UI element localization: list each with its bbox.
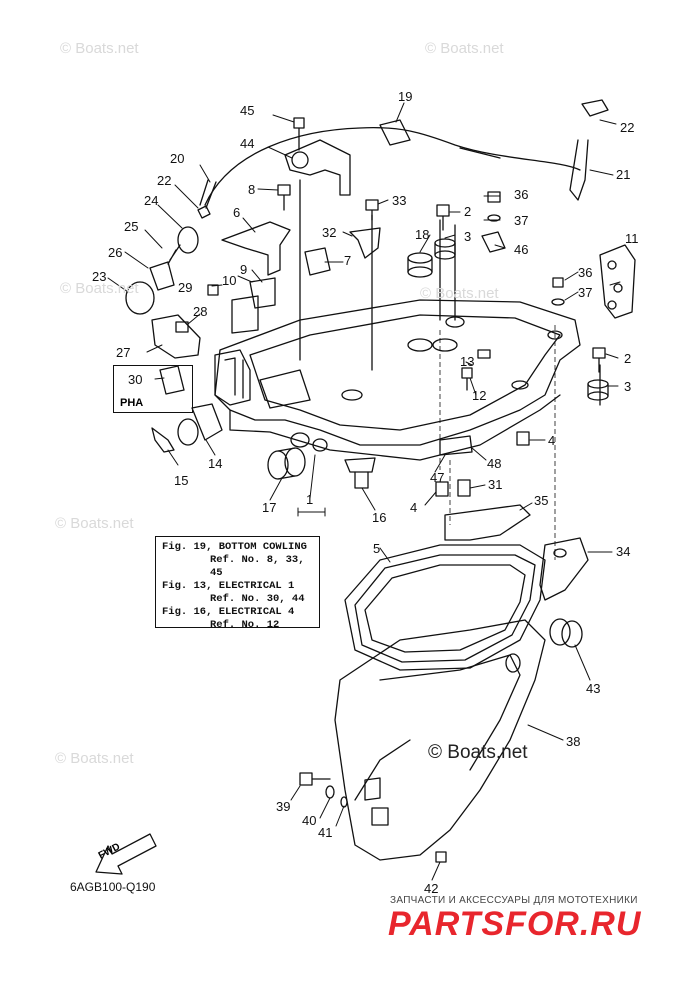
callout-36[interactable]: 36	[514, 187, 529, 202]
callout-37[interactable]: 37	[514, 213, 529, 228]
callout-27[interactable]: 27	[116, 345, 131, 360]
ref-line: Ref. No. 30, 44	[210, 593, 305, 605]
callout-2[interactable]: 2	[624, 351, 632, 366]
callout-18[interactable]: 18	[415, 227, 430, 242]
watermark: © Boats.net	[55, 515, 134, 532]
bracket-35	[444, 504, 531, 541]
callout-13[interactable]: 13	[460, 354, 475, 369]
callout-19[interactable]: 19	[398, 89, 413, 104]
callout-22[interactable]: 22	[620, 120, 635, 135]
callout-23[interactable]: 23	[92, 269, 107, 284]
callout-3[interactable]: 3	[464, 229, 472, 244]
callout-10[interactable]: 10	[222, 273, 237, 288]
callout-26[interactable]: 26	[108, 245, 123, 260]
ref-line: Ref. No. 12	[210, 619, 280, 631]
bracket-11	[599, 244, 636, 319]
callout-1[interactable]: 1	[306, 492, 314, 507]
diagram-code: 6AGB100-Q190	[70, 880, 156, 894]
watermark-large: © Boats.net	[428, 742, 528, 763]
callout-4[interactable]: 4	[548, 433, 556, 448]
ref-line: Fig. 16, ELECTRICAL 4	[162, 606, 295, 618]
watermark: © Boats.net	[420, 285, 499, 302]
callout-2[interactable]: 2	[464, 204, 472, 219]
callout-43[interactable]: 43	[586, 681, 601, 696]
lower-cowling-38	[334, 619, 546, 861]
callout-8[interactable]: 8	[248, 182, 256, 197]
callout-33[interactable]: 33	[392, 193, 407, 208]
callout-21[interactable]: 21	[616, 167, 631, 182]
callout-5[interactable]: 5	[373, 541, 381, 556]
callout-29[interactable]: 29	[178, 280, 193, 295]
ref-line: Fig. 13, ELECTRICAL 1	[162, 580, 295, 592]
callout-22[interactable]: 22	[157, 173, 172, 188]
callout-39[interactable]: 39	[276, 799, 291, 814]
callout-20[interactable]: 20	[170, 151, 185, 166]
callout-9[interactable]: 9	[240, 262, 248, 277]
shop-subtitle: ЗАПЧАСТИ И АКСЕССУАРЫ ДЛЯ МОТОТЕХНИКИ	[390, 895, 638, 906]
callout-40[interactable]: 40	[302, 813, 317, 828]
bracket-34	[539, 537, 589, 601]
callout-17[interactable]: 17	[262, 500, 277, 515]
callout-11[interactable]: 11	[625, 231, 639, 246]
watermark: © Boats.net	[60, 40, 139, 57]
ref-line: Fig. 19, BOTTOM COWLING	[162, 541, 307, 553]
callout-47[interactable]: 47	[430, 470, 445, 485]
watermark: © Boats.net	[425, 40, 504, 57]
callout-7[interactable]: 7	[344, 253, 352, 268]
callout-16[interactable]: 16	[372, 510, 387, 525]
callout-32[interactable]: 32	[322, 225, 337, 240]
callout-35[interactable]: 35	[534, 493, 549, 508]
reference-box: Fig. 19, BOTTOM COWLING Ref. No. 8, 33, …	[155, 536, 320, 631]
pha-label: PHA	[120, 397, 144, 409]
cable-21	[569, 139, 589, 201]
shop-logo: PARTSFOR.RU	[388, 905, 642, 943]
callout-44[interactable]: 44	[240, 136, 255, 151]
bracket-44	[284, 139, 351, 196]
callout-25[interactable]: 25	[124, 219, 139, 234]
seal-5	[344, 544, 546, 671]
callout-45[interactable]: 45	[240, 103, 255, 118]
bracket-6	[221, 221, 291, 276]
callout-12[interactable]: 12	[472, 388, 487, 403]
callout-42[interactable]: 42	[424, 881, 439, 896]
callout-3[interactable]: 3	[624, 379, 632, 394]
callout-46[interactable]: 46	[514, 242, 529, 257]
fwd-arrow	[95, 833, 157, 875]
callout-48[interactable]: 48	[487, 456, 502, 471]
callout-41[interactable]: 41	[318, 825, 333, 840]
callout-14[interactable]: 14	[208, 456, 223, 471]
callout-31[interactable]: 31	[488, 477, 503, 492]
watermark: © Boats.net	[55, 750, 134, 767]
callout-34[interactable]: 34	[616, 544, 631, 559]
callout-37[interactable]: 37	[578, 285, 593, 300]
pha-box: PHA	[113, 365, 193, 413]
bottom-cowling-tray	[214, 299, 581, 446]
callout-6[interactable]: 6	[233, 205, 241, 220]
callout-30[interactable]: 30	[128, 372, 143, 387]
cable-19	[204, 126, 581, 206]
callout-24[interactable]: 24	[144, 193, 159, 208]
callout-38[interactable]: 38	[566, 734, 581, 749]
callout-36[interactable]: 36	[578, 265, 593, 280]
watermark: © Boats.net	[60, 280, 139, 297]
callout-4[interactable]: 4	[410, 500, 418, 515]
callout-28[interactable]: 28	[193, 304, 208, 319]
callout-15[interactable]: 15	[174, 473, 189, 488]
ref-line: Ref. No. 8, 33, 45	[210, 554, 305, 579]
